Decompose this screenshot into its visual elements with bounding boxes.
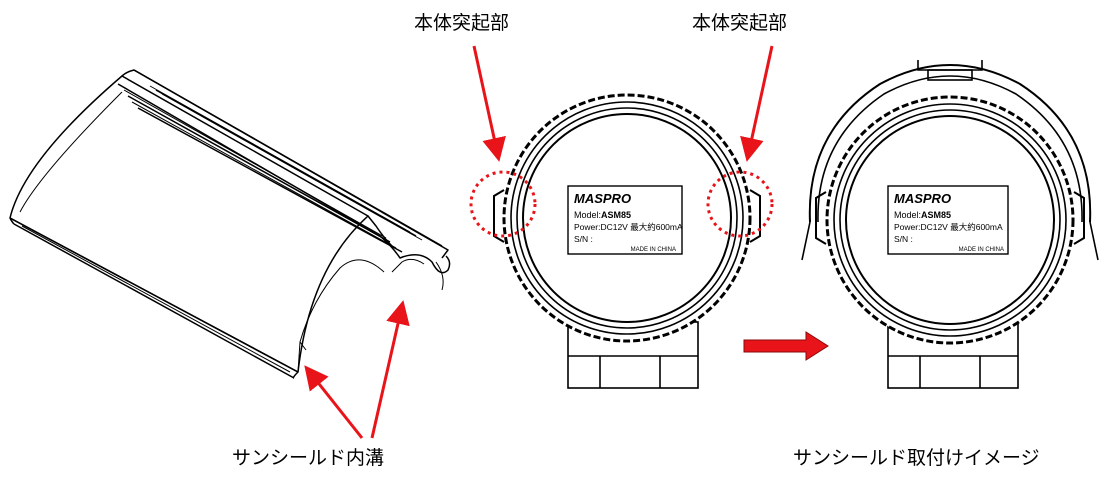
svg-text:Model:ASM85: Model:ASM85: [574, 210, 631, 220]
serial-number: S/N :: [574, 234, 593, 244]
arrow-groove-right: [370, 300, 410, 439]
brand-logo: MASPRO: [574, 191, 631, 206]
label-protrusion-right: 本体突起部: [692, 12, 788, 34]
arrow-protrusion-right: [740, 45, 774, 162]
serial-number: S/N :: [894, 234, 913, 244]
product-label-right: MASPRO Model:ASM85 Power:DC12V 最大約600mA …: [887, 185, 1009, 255]
model-prefix: Model:: [894, 210, 921, 220]
label-sunshield-groove: サンシールド内溝: [232, 447, 385, 469]
sunshield-illustration: [9, 69, 451, 379]
label-install-image: サンシールド取付けイメージ: [793, 447, 1040, 469]
origin-text: MADE IN CHINA: [959, 247, 1004, 253]
power-spec: Power:DC12V 最大約600mA: [574, 222, 683, 232]
power-spec: Power:DC12V 最大約600mA: [894, 222, 1003, 232]
label-protrusion-left: 本体突起部: [414, 12, 510, 34]
model-prefix: Model:: [574, 210, 601, 220]
arrow-protrusion-left: [472, 45, 506, 162]
highlight-circle-left: [469, 170, 537, 238]
callouts: [304, 45, 774, 439]
highlight-circle-right: [706, 170, 774, 238]
arrow-groove-left: [304, 365, 364, 439]
brand-logo: MASPRO: [894, 191, 951, 206]
product-label-left: MASPRO Model:ASM85 Power:DC12V 最大約600mA …: [567, 185, 683, 255]
model-value: ASM85: [601, 210, 631, 220]
origin-text: MADE IN CHINA: [631, 247, 676, 253]
model-value: ASM85: [921, 210, 951, 220]
svg-text:Model:ASM85: Model:ASM85: [894, 210, 951, 220]
transition-arrow-icon: [743, 331, 829, 361]
